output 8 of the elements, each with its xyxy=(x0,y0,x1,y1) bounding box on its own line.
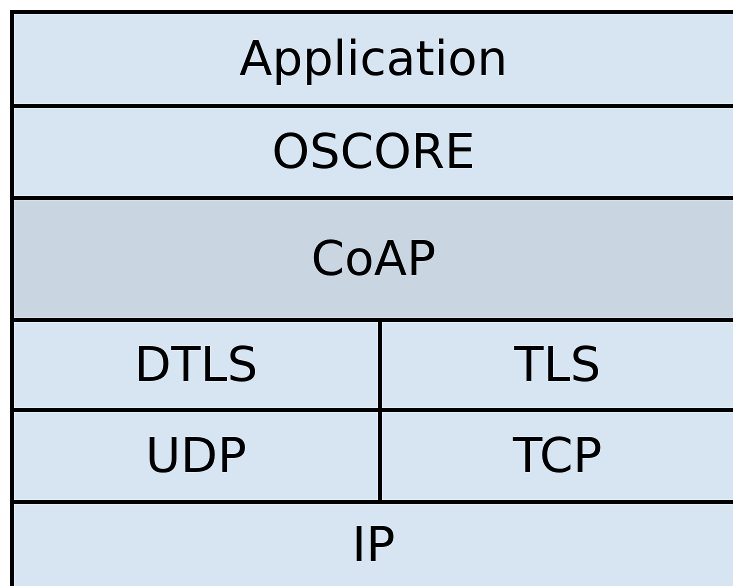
layer-label: TLS xyxy=(514,337,601,393)
layer-label: CoAP xyxy=(311,231,436,287)
layer-label: DTLS xyxy=(134,337,258,393)
layer-label: UDP xyxy=(145,428,247,484)
layer-label: OSCORE xyxy=(272,124,476,180)
layer-label: Application xyxy=(239,31,508,87)
layer-label: IP xyxy=(352,517,396,573)
layer-label: TCP xyxy=(513,428,602,484)
